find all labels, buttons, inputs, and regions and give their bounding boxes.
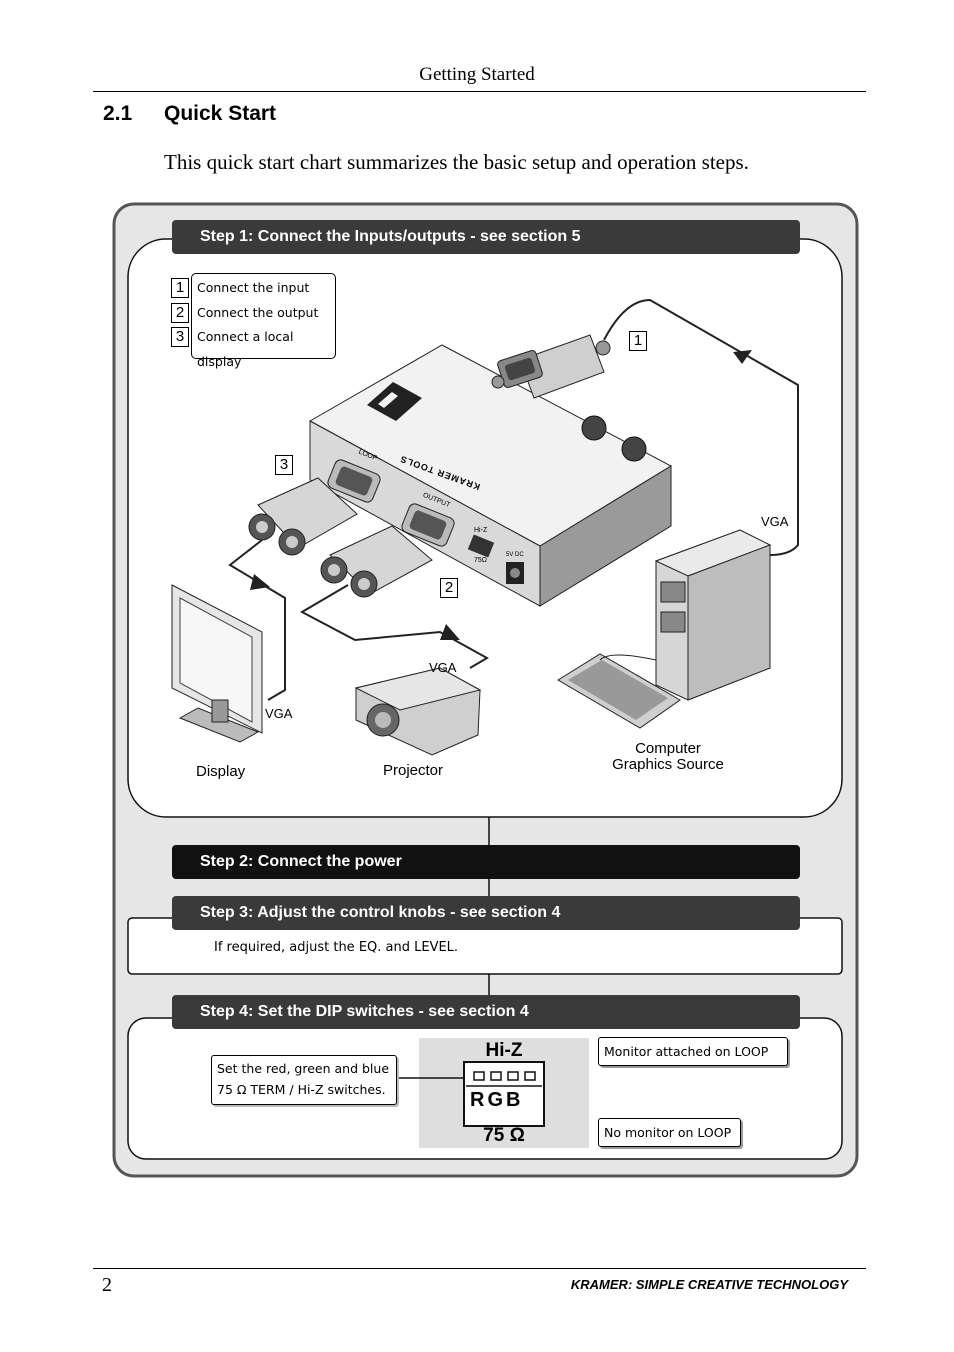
header-rule [93, 91, 866, 92]
step1-list-item-1: Connect the input [197, 280, 310, 295]
callout-output: 2 [440, 578, 458, 598]
step1-list-item-3: Connect a local display [197, 329, 294, 369]
step4-note-line1: Set the red, green and blue [217, 1061, 390, 1076]
intro-paragraph: This quick start chart summarizes the ba… [164, 150, 749, 174]
step4-note-line2: 75 Ω TERM / Hi-Z switches. [217, 1082, 386, 1097]
step1-list-num-1: 1 [171, 278, 189, 298]
step3-instruction: If required, adjust the EQ. and LEVEL. [214, 940, 459, 955]
footer-brand: KRAMER: SIMPLE CREATIVE TECHNOLOGY [570, 1277, 848, 1292]
section-number: 2.1 [103, 102, 133, 125]
kramer-logo-icon [367, 382, 422, 421]
step1-title-bar: Step 1: Connect the Inputs/outputs - see… [172, 220, 800, 254]
step1-list-item-2: Connect the output [197, 304, 319, 320]
input-connector-icon [491, 334, 611, 399]
display-monitor-icon [171, 584, 263, 743]
label-vga-source: VGA [761, 514, 789, 529]
dip-ohm-label: 75 Ω [483, 1125, 525, 1146]
input-cable [603, 298, 799, 556]
projector-arrow-icon [440, 624, 460, 640]
dip-toggle-3-icon [507, 1071, 519, 1081]
step4-note: Set the red, green and blue 75 Ω TERM / … [211, 1055, 397, 1105]
kramer-device [308, 344, 673, 607]
computer-tower-icon [654, 529, 772, 701]
dip-switch-icon [467, 534, 495, 558]
dip-rgb-label: RGB [470, 1089, 524, 1111]
label-source-line2: Graphics Source [612, 756, 724, 773]
keyboard-icon [557, 653, 681, 729]
label-projector: Projector [383, 762, 444, 779]
power-jack-icon [506, 562, 524, 584]
label-source: Computer Graphics Source [598, 741, 738, 773]
input-arrow-icon [733, 350, 752, 364]
callout-input: 1 [629, 331, 647, 351]
dip-toggle-2-icon [490, 1071, 502, 1081]
loop-port-icon [327, 459, 381, 503]
step1-list-num-2: 2 [171, 303, 189, 323]
device-ohm-label: 75Ω [474, 557, 488, 564]
dip-toggle-4-icon [524, 1071, 536, 1081]
no-monitor-note: No monitor on LOOP [598, 1118, 741, 1147]
monitor-attached-text: Monitor attached on LOOP [604, 1044, 769, 1059]
projector-icon [354, 667, 482, 756]
projector-cable [299, 584, 490, 669]
footer-rule [93, 1268, 866, 1269]
output-connector-icon [320, 525, 433, 598]
device-power-label: 5V DC [506, 552, 524, 558]
knob-eq-icon [581, 415, 607, 441]
output-port-icon [401, 503, 455, 547]
running-header: Getting Started [419, 64, 535, 85]
step1-list-box: Connect the input Connect the output Con… [191, 273, 336, 369]
step1-list-num-3: 3 [171, 327, 189, 347]
display-arrow-icon [250, 574, 270, 590]
step3-title-bar: Step 3: Adjust the control knobs - see s… [172, 896, 800, 930]
step4-title-bar: Step 4: Set the DIP switches - see secti… [172, 995, 800, 1029]
label-vga-display: VGA [265, 706, 293, 721]
display-connector-icon [248, 477, 358, 556]
label-source-line1: Computer [635, 740, 701, 757]
dip-toggle-1-icon [473, 1071, 485, 1081]
label-vga-projector: VGA [429, 660, 457, 675]
monitor-attached-note: Monitor attached on LOOP [598, 1037, 788, 1066]
dip-hiz-label: Hi-Z [485, 1040, 523, 1061]
display-cable [228, 539, 286, 701]
callout-display: 3 [275, 455, 293, 475]
label-display: Display [196, 763, 246, 780]
section-title: Quick Start [164, 102, 277, 125]
device-hiz-label: Hi-Z [474, 527, 488, 534]
page-number: 2 [102, 1274, 112, 1296]
no-monitor-text: No monitor on LOOP [604, 1125, 732, 1140]
knob-level-icon [621, 436, 647, 462]
step2-title-bar: Step 2: Connect the power [172, 845, 800, 879]
